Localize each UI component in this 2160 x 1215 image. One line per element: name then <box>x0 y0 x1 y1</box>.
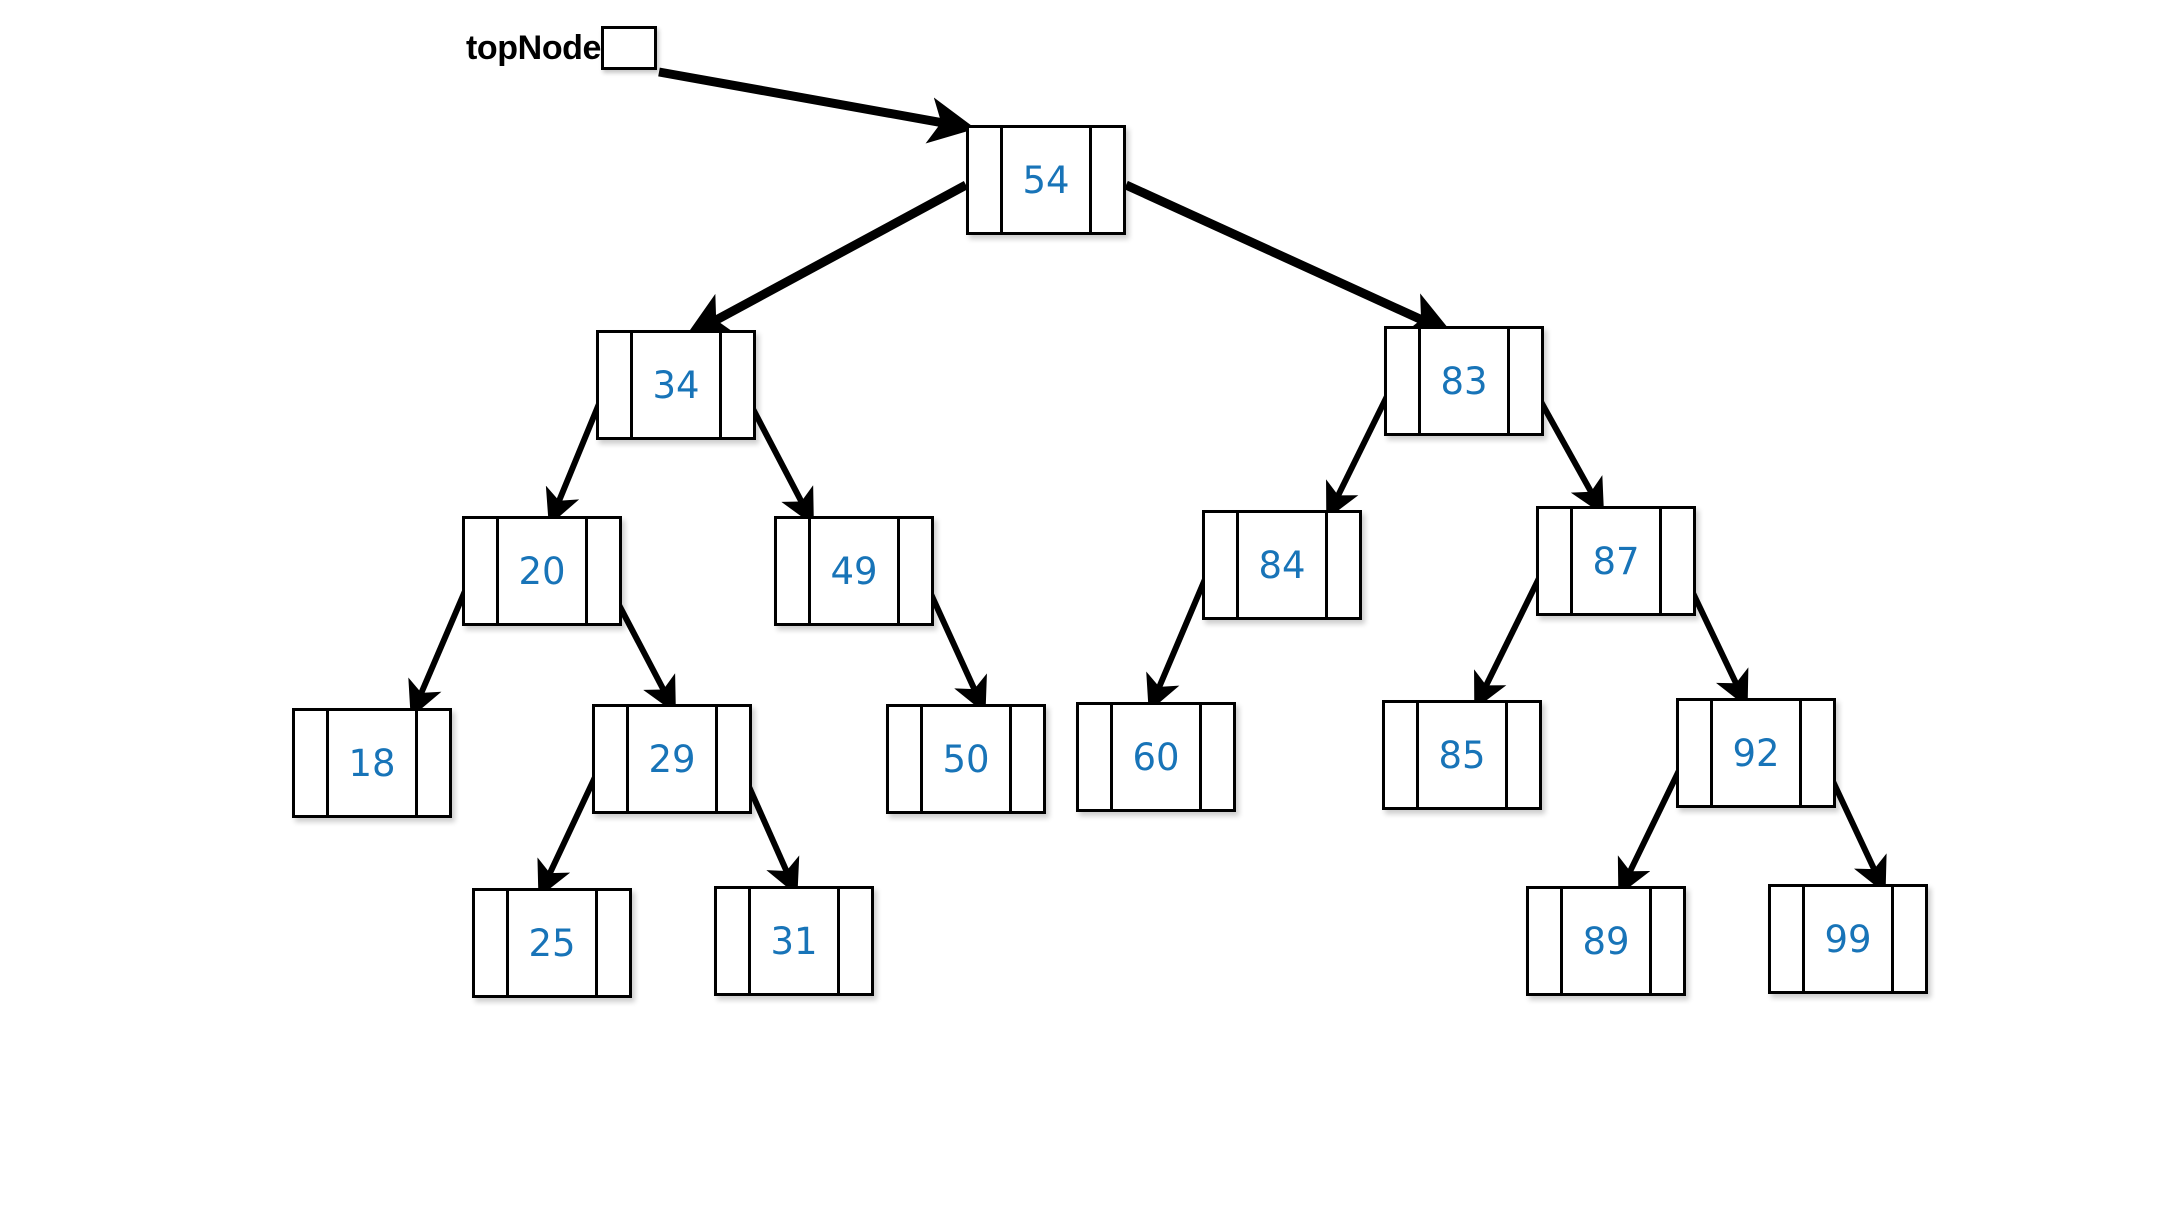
node-value: 85 <box>1438 733 1486 777</box>
tree-node[interactable]: 34 <box>596 330 756 440</box>
node-left-pointer-cell <box>1539 509 1573 613</box>
node-value: 50 <box>942 737 990 781</box>
node-left-pointer-cell <box>969 128 1003 232</box>
node-value: 29 <box>648 737 696 781</box>
node-left-pointer-cell <box>599 333 633 437</box>
node-value: 60 <box>1132 735 1180 779</box>
node-right-pointer-cell <box>1089 128 1123 232</box>
node-value: 31 <box>770 919 818 963</box>
tree-node[interactable]: 50 <box>886 704 1046 814</box>
node-left-pointer-cell <box>1385 703 1419 807</box>
tree-node[interactable]: 89 <box>1526 886 1686 996</box>
node-value: 34 <box>652 363 700 407</box>
tree-node[interactable]: 60 <box>1076 702 1236 812</box>
node-right-pointer-cell <box>1659 509 1693 613</box>
node-left-pointer-cell <box>475 891 509 995</box>
node-left-pointer-cell <box>1205 513 1239 617</box>
tree-node[interactable]: 54 <box>966 125 1126 235</box>
node-right-pointer-cell <box>719 333 753 437</box>
node-left-pointer-cell <box>1529 889 1563 993</box>
node-value: 18 <box>348 741 396 785</box>
node-right-pointer-cell <box>1891 887 1925 991</box>
node-right-pointer-cell <box>1505 703 1539 807</box>
node-right-pointer-cell <box>1507 329 1541 433</box>
node-value: 49 <box>830 549 878 593</box>
tree-edge <box>1124 180 1454 336</box>
node-right-pointer-cell <box>897 519 931 623</box>
node-right-pointer-cell <box>1199 705 1233 809</box>
tree-node[interactable]: 31 <box>714 886 874 996</box>
node-left-pointer-cell <box>1771 887 1805 991</box>
tree-edge <box>658 67 976 144</box>
node-value: 99 <box>1824 917 1872 961</box>
tree-node[interactable]: 25 <box>472 888 632 998</box>
node-left-pointer-cell <box>595 707 629 811</box>
node-right-pointer-cell <box>1009 707 1043 811</box>
node-right-pointer-cell <box>585 519 619 623</box>
node-right-pointer-cell <box>415 711 449 815</box>
node-value: 20 <box>518 549 566 593</box>
tree-node[interactable]: 20 <box>462 516 622 626</box>
tree-node[interactable]: 87 <box>1536 506 1696 616</box>
node-value: 92 <box>1732 731 1780 775</box>
tree-node[interactable]: 29 <box>592 704 752 814</box>
topnode-pointer-variable: topNode <box>466 26 658 70</box>
node-value: 25 <box>528 921 576 965</box>
node-left-pointer-cell <box>889 707 923 811</box>
tree-node[interactable]: 18 <box>292 708 452 818</box>
node-right-pointer-cell <box>715 707 749 811</box>
tree-edge <box>685 181 969 337</box>
tree-node[interactable]: 84 <box>1202 510 1362 620</box>
node-right-pointer-cell <box>837 889 871 993</box>
node-left-pointer-cell <box>1079 705 1113 809</box>
node-left-pointer-cell <box>717 889 751 993</box>
node-right-pointer-cell <box>1799 701 1833 805</box>
node-value: 89 <box>1582 919 1630 963</box>
node-right-pointer-cell <box>1649 889 1683 993</box>
node-value: 87 <box>1592 539 1640 583</box>
tree-node[interactable]: 85 <box>1382 700 1542 810</box>
node-left-pointer-cell <box>1679 701 1713 805</box>
node-left-pointer-cell <box>777 519 811 623</box>
node-value: 54 <box>1022 158 1070 202</box>
node-value: 83 <box>1440 359 1488 403</box>
tree-node[interactable]: 92 <box>1676 698 1836 808</box>
node-left-pointer-cell <box>1387 329 1421 433</box>
tree-node[interactable]: 49 <box>774 516 934 626</box>
node-right-pointer-cell <box>1325 513 1359 617</box>
node-right-pointer-cell <box>595 891 629 995</box>
node-left-pointer-cell <box>295 711 329 815</box>
node-left-pointer-cell <box>465 519 499 623</box>
tree-node[interactable]: 83 <box>1384 326 1544 436</box>
node-value: 84 <box>1258 543 1306 587</box>
tree-node[interactable]: 99 <box>1768 884 1928 994</box>
topnode-value-box[interactable] <box>601 26 658 70</box>
topnode-label: topNode <box>466 29 602 67</box>
